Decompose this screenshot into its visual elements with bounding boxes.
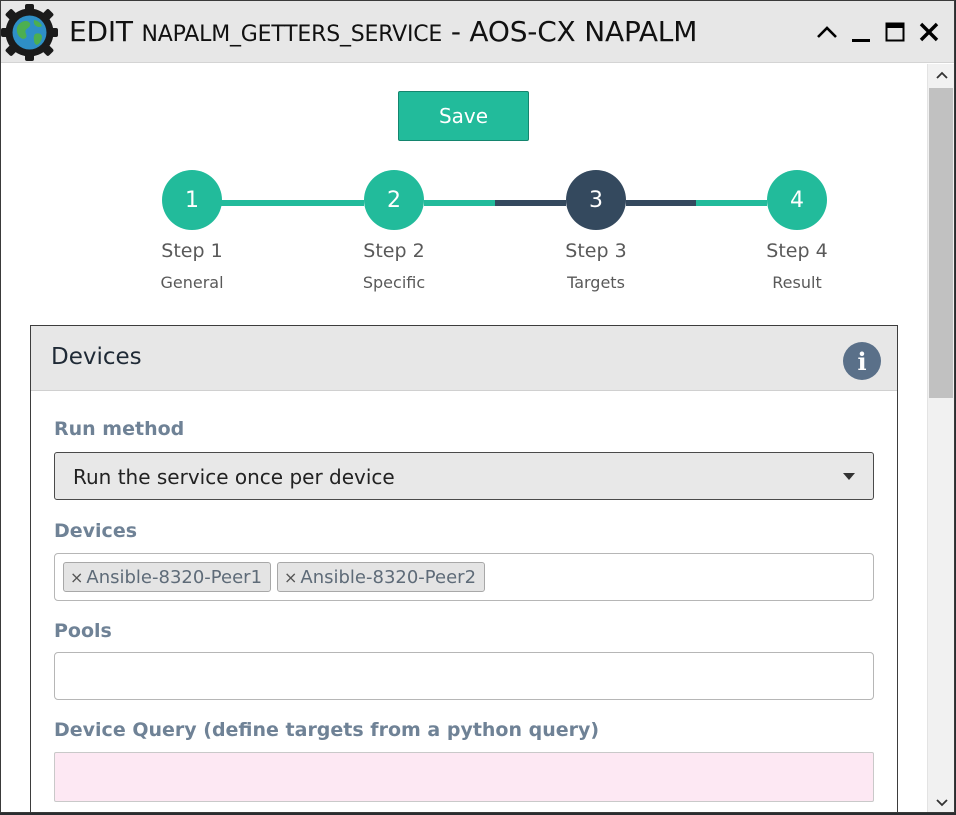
remove-tag-icon[interactable]: × — [284, 567, 298, 587]
run-method-label: Run method — [54, 418, 185, 440]
maximize-icon[interactable] — [882, 17, 908, 47]
wizard-steps: 1 2 3 4 Step 1 Step 2 Step 3 Step 4 Gene… — [1, 64, 929, 314]
window-title: EDIT NAPALM_GETTERS_SERVICE - AOS-CX NAP… — [69, 15, 697, 48]
device-tag[interactable]: × Ansible-8320-Peer1 — [63, 562, 272, 592]
step-3-title: Step 3 — [565, 240, 627, 262]
step-2-circle[interactable]: 2 — [364, 170, 424, 230]
step-3-subtitle: Targets — [567, 273, 625, 292]
minimize-icon[interactable] — [848, 17, 874, 47]
window-controls — [814, 15, 942, 49]
step-4-circle[interactable]: 4 — [767, 170, 827, 230]
step-1-circle[interactable]: 1 — [162, 170, 222, 230]
scroll-up-icon[interactable] — [928, 64, 954, 86]
step-connector-2-3-active — [495, 200, 566, 206]
title-suffix: - AOS-CX NAPALM — [450, 15, 698, 48]
devices-panel: Devices i Run method Run the service onc… — [30, 325, 898, 812]
step-3-circle[interactable]: 3 — [566, 170, 626, 230]
scrollbar-thumb[interactable] — [929, 88, 953, 398]
devices-multiselect[interactable]: × Ansible-8320-Peer1 × Ansible-8320-Peer… — [54, 553, 874, 601]
collapse-icon[interactable] — [814, 17, 840, 47]
device-tag-label: Ansible-8320-Peer2 — [300, 566, 477, 588]
device-query-input[interactable] — [54, 752, 874, 802]
title-prefix: EDIT — [69, 15, 133, 48]
close-icon[interactable] — [916, 17, 942, 47]
device-query-label: Device Query (define targets from a pyth… — [54, 719, 600, 741]
step-4-subtitle: Result — [772, 273, 822, 292]
run-method-value: Run the service once per device — [73, 465, 395, 489]
step-connector-3-4-todo — [696, 200, 767, 206]
device-tag[interactable]: × Ansible-8320-Peer2 — [277, 562, 486, 592]
info-icon[interactable]: i — [843, 342, 881, 380]
vertical-scrollbar[interactable] — [927, 64, 954, 812]
step-2-subtitle: Specific — [362, 273, 426, 292]
panel-header: Devices i — [31, 326, 897, 391]
step-connector-3-4-active — [626, 200, 696, 206]
title-service-name: NAPALM_GETTERS_SERVICE — [141, 22, 443, 47]
devices-label: Devices — [54, 520, 138, 542]
run-method-select[interactable]: Run the service once per device — [54, 452, 874, 500]
step-2-title: Step 2 — [363, 240, 425, 262]
scroll-down-icon[interactable] — [928, 792, 954, 812]
step-1-subtitle: General — [160, 273, 224, 292]
step-connector-1-2 — [221, 200, 364, 206]
panel-title: Devices — [51, 344, 142, 370]
pools-multiselect[interactable] — [54, 652, 874, 700]
window-content: Save 1 2 3 4 Step 1 Step 2 Step 3 Step 4… — [1, 64, 929, 812]
pools-label: Pools — [54, 620, 112, 642]
step-4-title: Step 4 — [766, 240, 828, 262]
title-bar[interactable]: EDIT NAPALM_GETTERS_SERVICE - AOS-CX NAP… — [1, 1, 954, 63]
step-1-title: Step 1 — [161, 240, 223, 262]
chevron-down-icon — [843, 473, 855, 480]
step-connector-2-3-done — [424, 200, 495, 206]
globe-gear-logo — [1, 4, 58, 61]
device-tag-label: Ansible-8320-Peer1 — [86, 566, 263, 588]
save-button[interactable]: Save — [398, 91, 529, 141]
remove-tag-icon[interactable]: × — [70, 567, 84, 587]
